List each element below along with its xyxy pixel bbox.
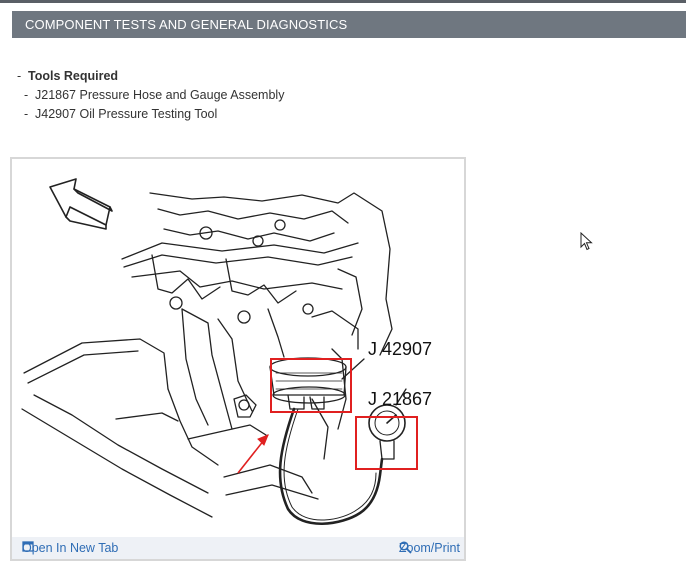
- zoom-print-label: Zoom/Print: [398, 541, 460, 555]
- callout-j21867: J 21867: [368, 389, 432, 409]
- arrow-direction-icon: [49, 178, 113, 230]
- figure-toolbar: Open In New Tab Zoom/Print: [12, 537, 464, 559]
- tool-item: -J42907 Oil Pressure Testing Tool: [24, 107, 218, 121]
- tool-item: -J21867 Pressure Hose and Gauge Assembly: [24, 88, 285, 102]
- mouse-cursor-icon: [580, 232, 593, 251]
- tool-item-label: J42907 Oil Pressure Testing Tool: [35, 107, 218, 121]
- engine-oil-pressure-diagram: J 42907 J 21867: [21, 178, 432, 526]
- zoom-icon: [399, 541, 412, 554]
- tool-item-label: J21867 Pressure Hose and Gauge Assembly: [35, 88, 285, 102]
- open-new-tab-label: Open In New Tab: [22, 541, 119, 555]
- tools-required-list: -Tools Required -J21867 Pressure Hose an…: [17, 67, 284, 124]
- top-border: [0, 0, 686, 3]
- tools-heading-row: -Tools Required: [17, 69, 119, 83]
- diagram-figure: J 42907 J 21867 Open In New Tab Zoom/Pri…: [10, 157, 466, 561]
- callout-j42907: J 42907: [368, 339, 432, 359]
- highlight-box-j42907: [270, 358, 352, 413]
- red-pointer-arrow: [237, 434, 269, 474]
- open-new-tab-icon: [22, 541, 34, 552]
- section-header: COMPONENT TESTS AND GENERAL DIAGNOSTICS: [12, 11, 686, 38]
- tools-heading: Tools Required: [28, 69, 119, 83]
- open-new-tab-link[interactable]: Open In New Tab: [22, 541, 118, 555]
- zoom-print-link[interactable]: Zoom/Print: [399, 541, 460, 555]
- highlight-box-j21867: [355, 416, 418, 470]
- section-title: COMPONENT TESTS AND GENERAL DIAGNOSTICS: [25, 17, 348, 32]
